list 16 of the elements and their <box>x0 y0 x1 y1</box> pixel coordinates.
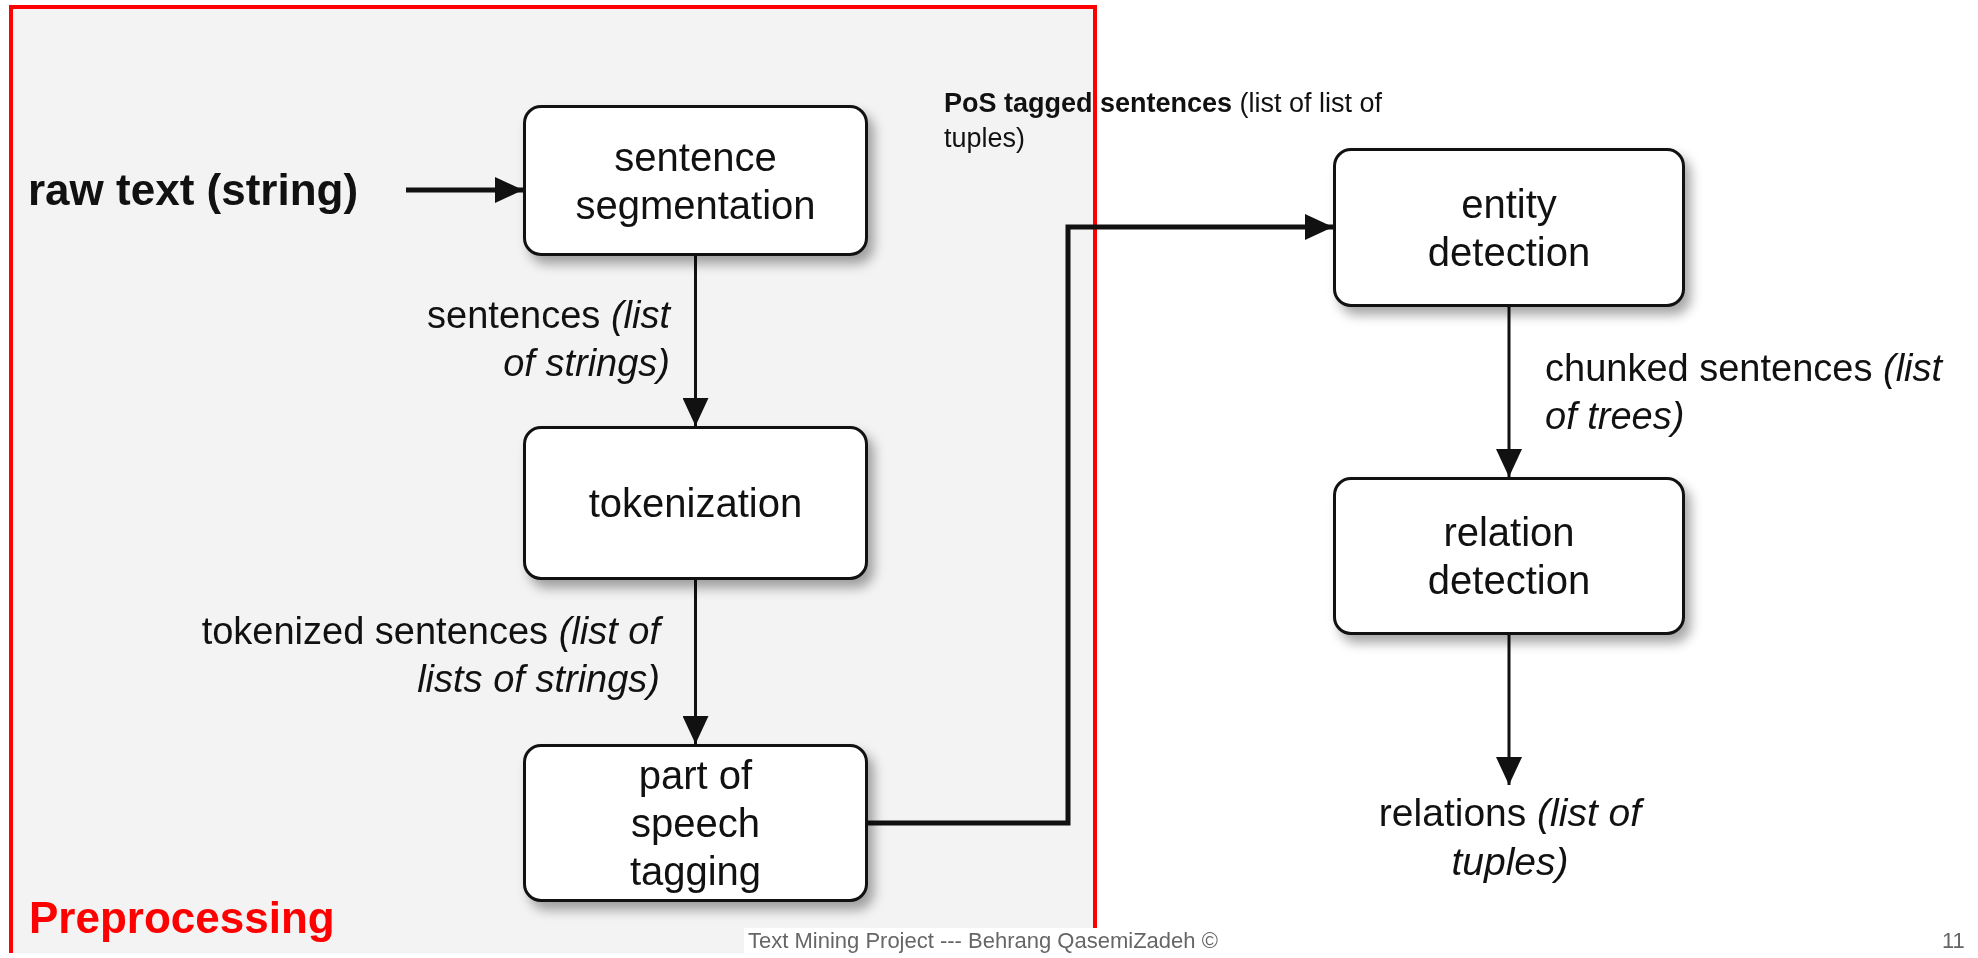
arrow <box>682 580 709 744</box>
arrow <box>682 256 709 426</box>
process-box: part of speech tagging <box>523 744 868 902</box>
edge-label: sentences (list of strings) <box>426 293 670 386</box>
process-box: entity detection <box>1333 148 1685 307</box>
arrow <box>406 177 523 203</box>
process-box: tokenization <box>523 426 868 580</box>
output-text: relations (list of tuples) <box>1360 785 1660 890</box>
process-box: sentence segmentation <box>523 105 868 256</box>
arrow <box>1496 635 1522 785</box>
arrow <box>1496 307 1522 477</box>
process-box: relation detection <box>1333 477 1685 635</box>
arrow <box>868 214 1333 826</box>
panel-title: Preprocessing <box>29 893 335 943</box>
input-text: raw text (string) <box>28 160 398 218</box>
edge-label: chunked sentences (list of trees) <box>1545 346 1945 439</box>
